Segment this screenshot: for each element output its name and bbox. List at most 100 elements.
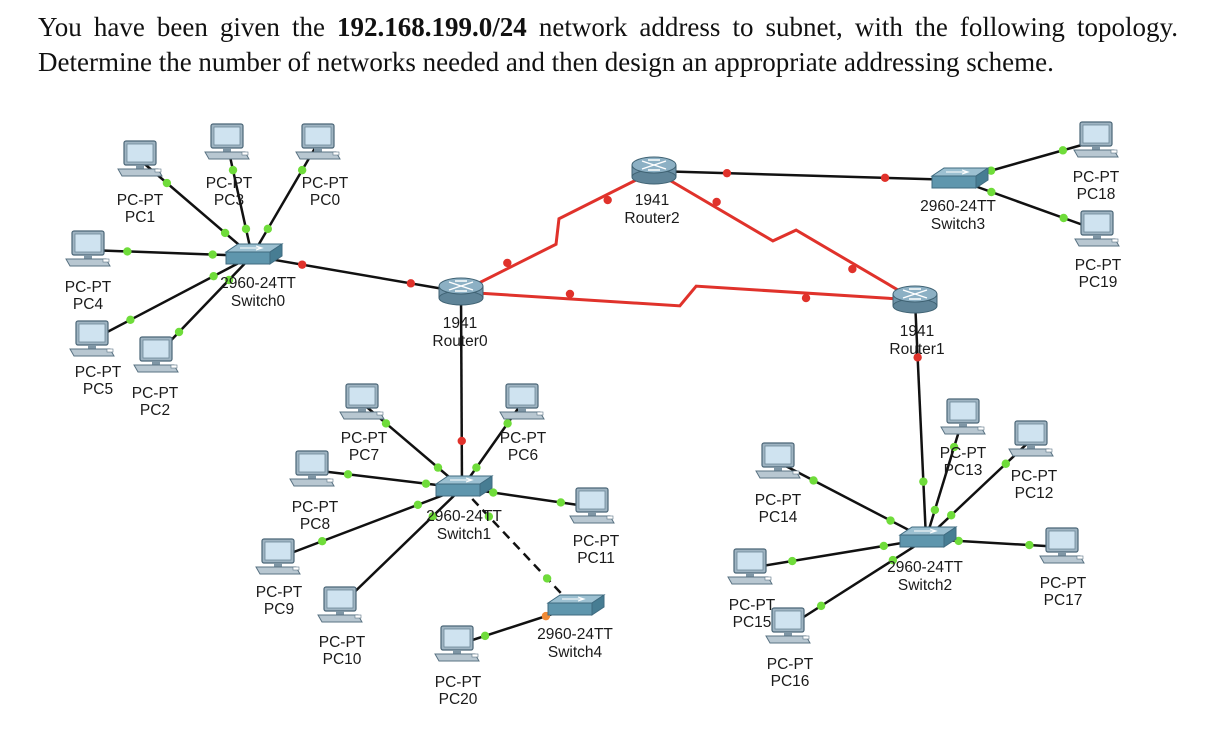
port-status-dot bbox=[788, 556, 797, 566]
port-status-dot bbox=[220, 228, 230, 238]
devices-layer: PC-PTPC1PC-PTPC3PC-PTPC0PC-PTPC4PC-PTPC5… bbox=[65, 121, 1122, 708]
port-status-dot bbox=[603, 195, 612, 205]
device-model-label: PC-PT bbox=[435, 674, 482, 691]
ethernet-link-sw0-r0 bbox=[251, 254, 462, 294]
device-name-label: PC11 bbox=[577, 550, 615, 567]
pc-icon bbox=[133, 336, 179, 373]
device-model-label: 2960-24TT bbox=[426, 508, 502, 525]
pc-icon bbox=[255, 538, 301, 575]
question-after: network address to subnet, with the foll… bbox=[38, 12, 1178, 77]
device-model-label: PC-PT bbox=[573, 533, 620, 550]
device-name-label: PC7 bbox=[349, 447, 379, 464]
port-status-dot bbox=[712, 197, 721, 207]
device-model-label: PC-PT bbox=[1011, 468, 1058, 485]
port-status-dot bbox=[421, 479, 431, 488]
ethernet-link-sw3-pc19 bbox=[957, 178, 1098, 232]
port-status-dot bbox=[949, 442, 959, 452]
device-name-label: PC1 bbox=[125, 209, 155, 226]
port-status-dot bbox=[542, 574, 552, 583]
port-status-dot bbox=[406, 279, 416, 288]
port-status-dot bbox=[224, 275, 234, 285]
port-status-dot bbox=[888, 555, 898, 565]
network-address: 192.168.199.0/24 bbox=[337, 12, 527, 42]
port-status-dot bbox=[489, 488, 498, 497]
switch-icon bbox=[898, 526, 958, 548]
device-name-label: Router2 bbox=[624, 210, 679, 227]
port-status-dot bbox=[263, 224, 273, 234]
pc-icon bbox=[339, 383, 385, 420]
ports-layer bbox=[123, 146, 1068, 641]
pc-icon bbox=[295, 123, 341, 160]
ethernet-link-sw1-pc9 bbox=[277, 486, 463, 560]
port-status-dot bbox=[228, 165, 238, 175]
device-model-label: PC-PT bbox=[1075, 257, 1122, 274]
switch-icon bbox=[224, 243, 284, 265]
port-status-dot bbox=[480, 631, 490, 641]
pc-icon bbox=[289, 450, 335, 487]
port-status-dot bbox=[722, 168, 732, 178]
router-icon bbox=[438, 277, 484, 306]
device-model-label: PC-PT bbox=[1040, 575, 1087, 592]
port-status-dot bbox=[343, 470, 353, 479]
ethernet-link-sw2-pc14 bbox=[777, 460, 927, 541]
pc-icon bbox=[204, 123, 250, 160]
device-name-label: PC2 bbox=[140, 402, 170, 419]
pc-icon bbox=[727, 548, 773, 585]
port-status-dot bbox=[809, 476, 818, 485]
port-status-dot bbox=[208, 250, 217, 259]
device-name-label: PC10 bbox=[323, 651, 362, 668]
device-model-label: PC-PT bbox=[75, 364, 122, 381]
ethernet-link-sw0-pc3 bbox=[225, 142, 254, 257]
port-status-dot bbox=[1001, 459, 1010, 468]
device-model-label: 2960-24TT bbox=[920, 198, 996, 215]
pc-icon bbox=[117, 140, 163, 177]
device-model-label: 2960-24TT bbox=[537, 626, 613, 643]
device-name-label: PC17 bbox=[1044, 592, 1083, 609]
serial-link-r2-r1 bbox=[653, 169, 916, 302]
device-name-label: Switch4 bbox=[548, 644, 603, 661]
port-status-dot bbox=[848, 264, 857, 274]
port-status-dot bbox=[472, 463, 481, 472]
device-model-label: 1941 bbox=[635, 192, 669, 209]
ethernet-link-sw0-pc5 bbox=[91, 254, 253, 342]
ethernet-link-sw2-pc15 bbox=[749, 537, 927, 570]
pc-icon bbox=[65, 230, 111, 267]
port-status-dot bbox=[162, 178, 172, 188]
device-model-label: PC-PT bbox=[500, 430, 547, 447]
pc-icon bbox=[434, 625, 480, 662]
serial-link-r0-r1 bbox=[460, 284, 916, 308]
port-status-dot bbox=[174, 327, 184, 337]
ethernet-link-r1-sw2 bbox=[913, 299, 928, 540]
device-name-label: PC14 bbox=[759, 509, 798, 526]
port-status-dot bbox=[503, 419, 512, 428]
